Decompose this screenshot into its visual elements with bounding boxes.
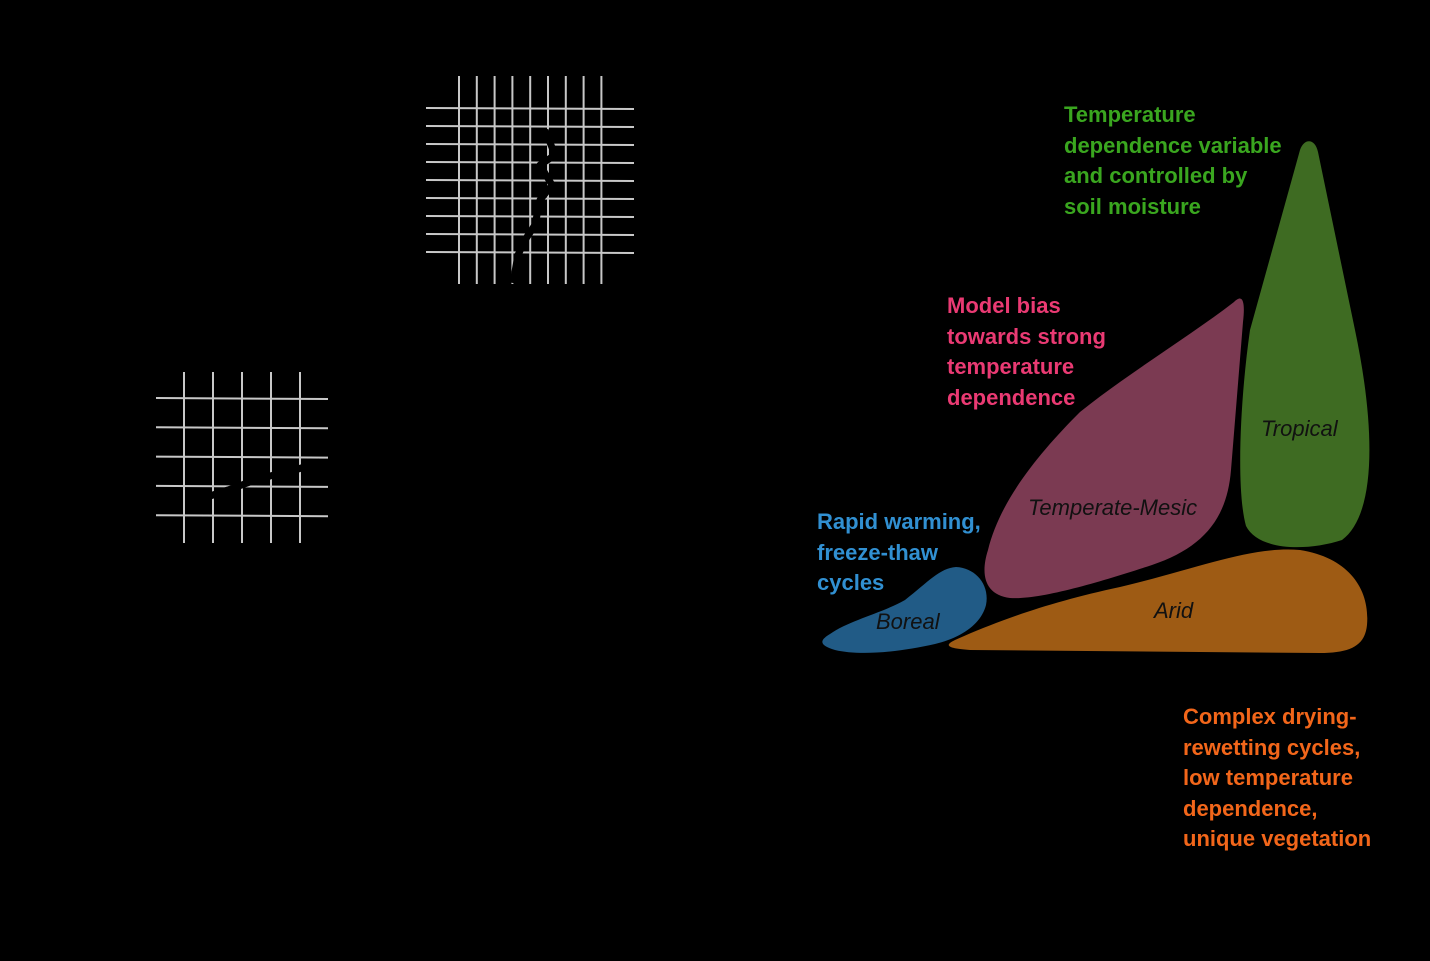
note-line: cycles — [817, 570, 885, 595]
note-line: rewetting cycles, — [1183, 734, 1361, 760]
temperate-note: Model bias towards strong temperature de… — [947, 291, 1106, 413]
grid-crack — [509, 128, 559, 284]
note-line: temperature — [947, 354, 1075, 379]
fine-grid-icon — [425, 76, 635, 284]
grid-line — [155, 514, 329, 518]
grid-line — [155, 426, 329, 430]
note-line: Model bias — [947, 293, 1061, 318]
boreal-region — [822, 567, 987, 653]
grid-line — [425, 125, 635, 128]
grid-line — [425, 251, 635, 254]
note-line: Rapid warming, — [817, 509, 981, 534]
note-line: dependence — [947, 384, 1076, 410]
grid-line — [425, 197, 635, 200]
note-line: low temperature — [1183, 765, 1353, 790]
note-line: dependence, — [1183, 795, 1318, 821]
grid-line — [155, 397, 329, 400]
tropical-note: Temperature dependence variable and cont… — [1064, 100, 1282, 222]
grid-line — [425, 143, 635, 146]
grid-line — [425, 215, 635, 218]
tropical-region — [1240, 141, 1370, 548]
note-line: Temperature — [1064, 102, 1196, 127]
arid-label: Arid — [1154, 598, 1194, 623]
grid-line — [425, 107, 635, 110]
note-line: towards strong — [947, 323, 1106, 349]
grid-line — [425, 161, 635, 164]
boreal-note: Rapid warming, freeze-thaw cycles — [817, 507, 981, 599]
note-line: unique vegetation — [1183, 826, 1372, 851]
note-line: soil moisture — [1064, 193, 1201, 219]
grid-crack — [208, 458, 322, 500]
boreal-label: Boreal — [876, 609, 940, 634]
temperate-mesic-label: Temperate-Mesic — [1028, 495, 1198, 520]
arid-region — [948, 549, 1368, 653]
note-line: and controlled by — [1064, 163, 1248, 188]
temperate-mesic-region — [984, 298, 1244, 599]
note-line: Complex drying- — [1183, 704, 1357, 729]
coarse-grid-icon — [155, 372, 329, 543]
arid-note: Complex drying- rewetting cycles, low te… — [1183, 702, 1371, 855]
note-line: dependence variable — [1064, 132, 1282, 158]
grid-line — [425, 179, 635, 182]
note-line: freeze-thaw — [817, 539, 939, 565]
tropical-label: Tropical — [1261, 416, 1338, 441]
grid-line — [155, 455, 329, 459]
